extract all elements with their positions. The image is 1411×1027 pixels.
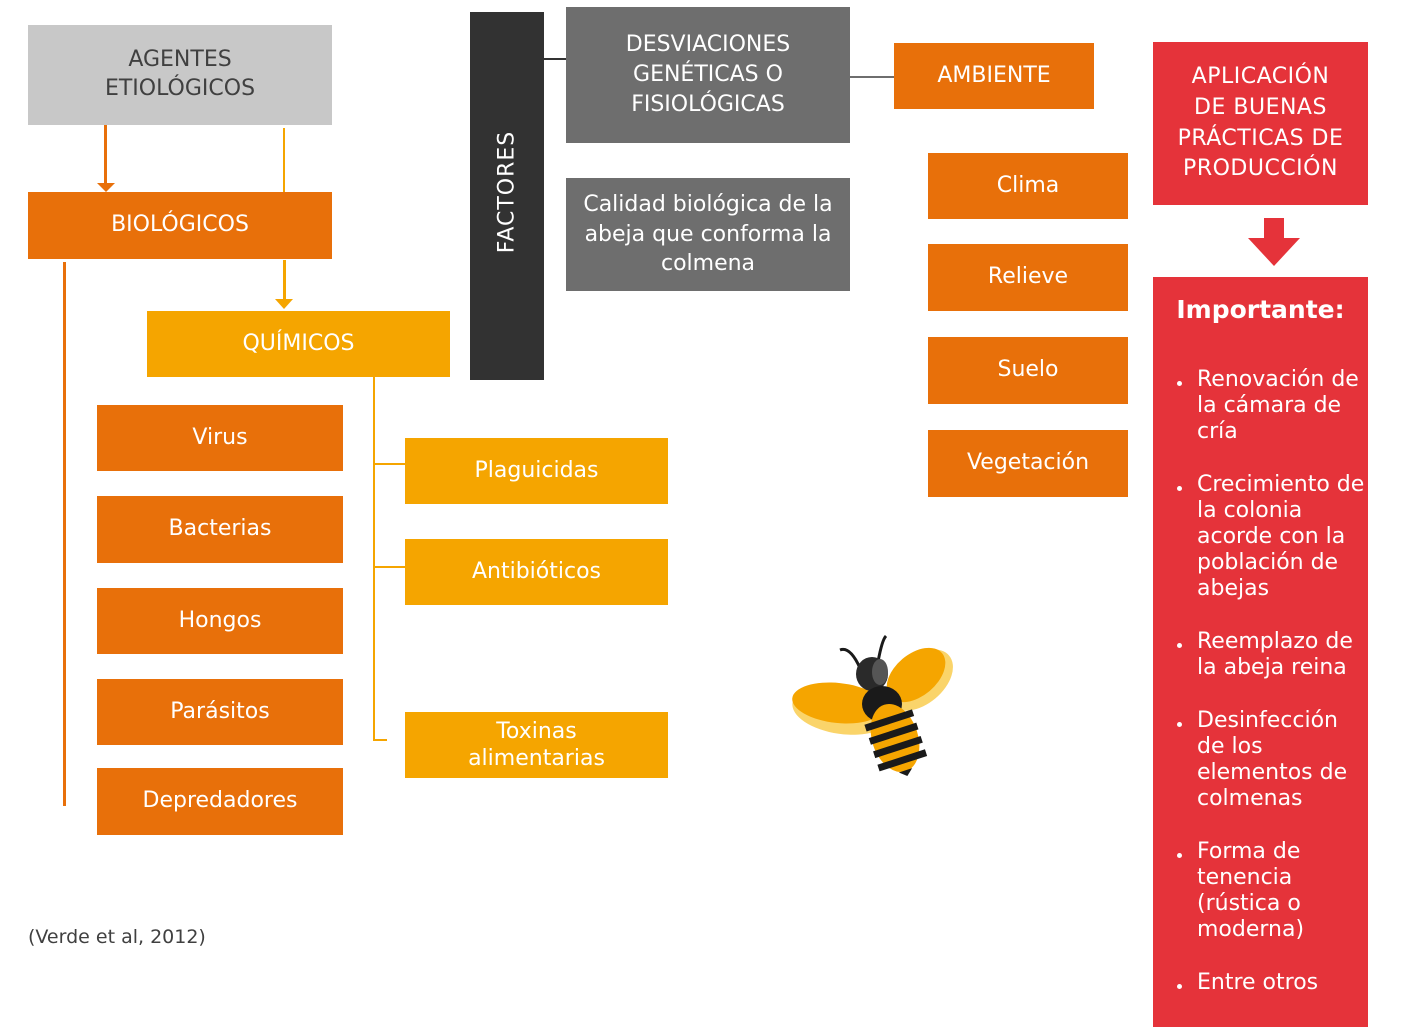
biologicos-box: BIOLÓGICOS bbox=[28, 192, 332, 259]
calidad-biologica-box: Calidad biológica de la abeja que confor… bbox=[566, 178, 850, 291]
aplicacion-buenas-practicas-box: APLICACIÓN DE BUENAS PRÁCTICAS DE PRODUC… bbox=[1153, 42, 1368, 205]
quimicos-box: QUÍMICOS bbox=[147, 311, 450, 377]
antibioticos-box: Antibióticos bbox=[405, 539, 668, 605]
plaguicidas-box: Plaguicidas bbox=[405, 438, 668, 504]
list-item: Crecimiento de la colonia acorde con la … bbox=[1175, 472, 1365, 602]
bacterias-box: Bacterias bbox=[97, 496, 343, 563]
connector-factores-desviaciones bbox=[544, 58, 566, 60]
relieve-box: Relieve bbox=[928, 244, 1128, 311]
list-item: Reemplazo de la abeja reina bbox=[1175, 629, 1365, 681]
importante-list: Renovación de la cámara de cría Crecimie… bbox=[1175, 367, 1365, 1023]
connector-agentes-quimicos bbox=[283, 128, 285, 192]
connector-to-quimicos bbox=[283, 260, 286, 302]
suelo-box: Suelo bbox=[928, 337, 1128, 404]
connector-agentes-biologicos bbox=[104, 125, 107, 187]
toxinas-box: Toxinas alimentarias bbox=[405, 712, 668, 778]
biologicos-trunk-line bbox=[63, 262, 66, 806]
arrow-head-quimicos bbox=[275, 299, 293, 309]
ambiente-box: AMBIENTE bbox=[894, 43, 1094, 109]
list-item: Entre otros bbox=[1175, 970, 1365, 996]
list-item: Forma de tenencia (rústica o moderna) bbox=[1175, 839, 1365, 943]
agentes-etiologicos-box: AGENTES ETIOLÓGICOS bbox=[28, 25, 332, 125]
citation: (Verde et al, 2012) bbox=[28, 926, 206, 948]
branch-plaguicidas bbox=[373, 463, 405, 465]
branch-toxinas bbox=[373, 739, 387, 741]
parasitos-box: Parásitos bbox=[97, 679, 343, 745]
connector-desviaciones-ambiente bbox=[850, 76, 894, 78]
desviaciones-box: DESVIACIONES GENÉTICAS O FISIOLÓGICAS bbox=[566, 7, 850, 143]
list-item: Desinfección de los elementos de colmena… bbox=[1175, 708, 1365, 812]
factores-label: FACTORES bbox=[494, 130, 520, 254]
bee-icon bbox=[792, 634, 953, 777]
clima-box: Clima bbox=[928, 153, 1128, 219]
factores-bar bbox=[470, 12, 544, 380]
importante-title: Importante: bbox=[1176, 295, 1345, 324]
down-arrow-icon bbox=[1248, 218, 1300, 266]
importante-panel: Importante: Renovación de la cámara de c… bbox=[1153, 277, 1368, 1027]
vegetacion-box: Vegetación bbox=[928, 430, 1128, 497]
quimicos-trunk-line bbox=[373, 377, 375, 741]
depredadores-box: Depredadores bbox=[97, 768, 343, 835]
arrow-head-biologicos bbox=[97, 183, 115, 192]
virus-box: Virus bbox=[97, 405, 343, 471]
hongos-box: Hongos bbox=[97, 588, 343, 654]
list-item: Renovación de la cámara de cría bbox=[1175, 367, 1365, 445]
branch-antibioticos bbox=[373, 566, 405, 568]
